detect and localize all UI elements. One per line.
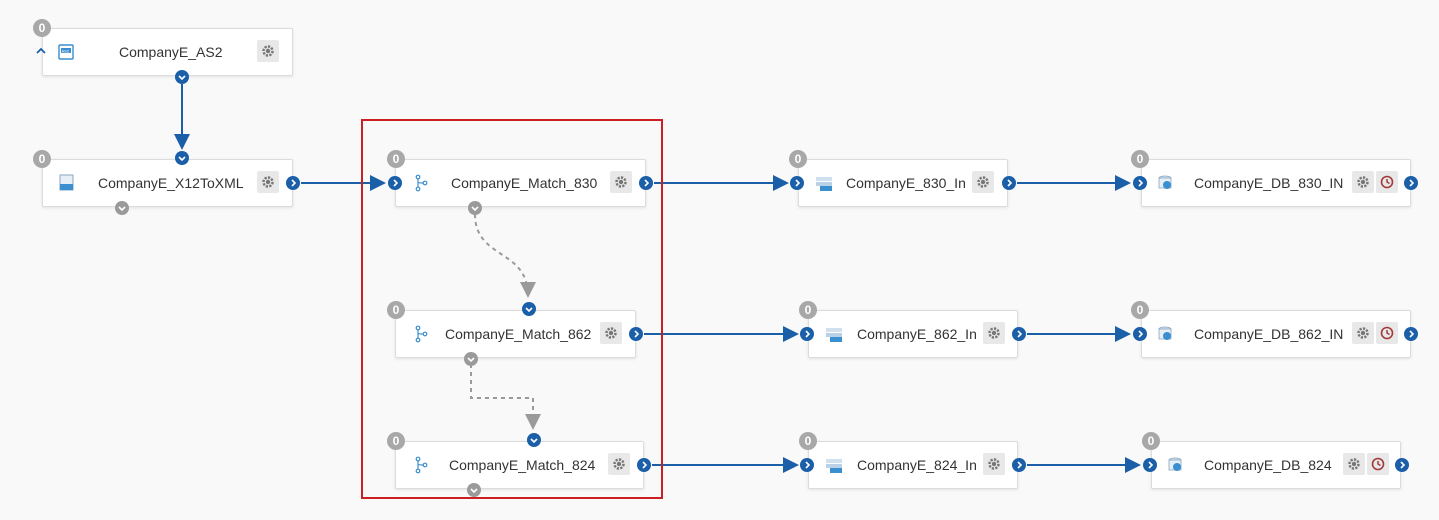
dashed-connector-match830-match862 [474,213,536,298]
gear-icon[interactable] [1352,171,1374,193]
input-port[interactable] [800,458,814,472]
node-label: CompanyE_DB_830_IN [1194,175,1344,191]
node-label: CompanyE_824_In [857,457,977,473]
clock-icon[interactable] [1376,171,1398,193]
input-port[interactable] [1133,327,1147,341]
gear-icon[interactable] [983,322,1005,344]
svg-text:AS2: AS2 [62,49,70,54]
count-badge: 0 [799,301,817,319]
count-badge: 0 [387,301,405,319]
output-port-right[interactable] [629,327,643,341]
input-port[interactable] [800,327,814,341]
node-companye-db-830-in[interactable]: CompanyE_DB_830_IN [1141,159,1411,207]
node-label: CompanyE_DB_824 [1204,457,1332,473]
collapse-up-icon[interactable] [34,44,48,58]
node-companye-862-in[interactable]: CompanyE_862_In [808,310,1018,358]
selection-rectangle [361,119,663,499]
gear-icon[interactable] [1352,322,1374,344]
node-companye-824-in[interactable]: CompanyE_824_In [808,441,1018,489]
output-port-right[interactable] [1395,458,1409,472]
node-label: CompanyE_830_In [846,175,966,191]
node-companye-match-824[interactable]: CompanyE_Match_824 [395,441,644,489]
clock-icon[interactable] [1367,453,1389,475]
gear-icon[interactable] [257,40,279,62]
database-icon [1166,455,1186,475]
count-badge: 0 [1142,432,1160,450]
input-port[interactable] [527,433,541,447]
output-port-right[interactable] [1404,327,1418,341]
count-badge: 0 [387,150,405,168]
expand-toggle-icon[interactable] [464,352,478,366]
node-companye-830-in[interactable]: CompanyE_830_In [798,159,1008,207]
database-icon [1156,324,1176,344]
output-port-right[interactable] [637,458,651,472]
node-label: CompanyE_862_In [857,326,977,342]
count-badge: 0 [387,432,405,450]
node-companye-x12toxml[interactable]: CompanyE_X12ToXML [42,159,293,207]
clock-icon[interactable] [1376,322,1398,344]
node-companye-as2[interactable]: AS2 CompanyE_AS2 [42,28,293,76]
node-label: CompanyE_X12ToXML [98,175,244,191]
output-port-right[interactable] [286,176,300,190]
expand-toggle-icon[interactable] [115,201,129,215]
gear-icon[interactable] [1343,453,1365,475]
count-badge: 0 [33,19,51,37]
xml-file-icon [814,173,834,193]
gear-icon[interactable] [610,171,632,193]
x12-xml-icon [57,173,77,193]
output-port-right[interactable] [1404,176,1418,190]
output-port-right[interactable] [1002,176,1016,190]
count-badge: 0 [799,432,817,450]
branch-icon [412,324,432,344]
count-badge: 0 [1131,301,1149,319]
xml-file-icon [824,324,844,344]
input-port[interactable] [790,176,804,190]
count-badge: 0 [1131,150,1149,168]
input-port[interactable] [175,151,189,165]
node-companye-match-830[interactable]: CompanyE_Match_830 [395,159,646,207]
input-port[interactable] [1143,458,1157,472]
input-port[interactable] [522,302,536,316]
node-label: CompanyE_Match_830 [451,175,598,191]
gear-icon[interactable] [972,171,994,193]
node-companye-match-862[interactable]: CompanyE_Match_862 [395,310,636,358]
output-port-right[interactable] [639,176,653,190]
branch-icon [412,455,432,475]
gear-icon[interactable] [983,453,1005,475]
input-port[interactable] [1133,176,1147,190]
expand-toggle-icon[interactable] [468,201,482,215]
output-port-down[interactable] [175,70,189,84]
gear-icon[interactable] [608,453,630,475]
node-companye-db-824[interactable]: CompanyE_DB_824 [1151,441,1401,489]
output-port-right[interactable] [1012,458,1026,472]
output-port-right[interactable] [1012,327,1026,341]
dashed-connector-match862-match824 [470,364,541,430]
branch-icon [412,173,432,193]
node-companye-db-862-in[interactable]: CompanyE_DB_862_IN [1141,310,1411,358]
expand-toggle-icon[interactable] [467,483,481,497]
as2-icon: AS2 [57,42,77,62]
node-label: CompanyE_Match_824 [449,457,596,473]
gear-icon[interactable] [257,171,279,193]
count-badge: 0 [789,150,807,168]
count-badge: 0 [33,150,51,168]
xml-file-icon [824,455,844,475]
node-label: CompanyE_Match_862 [445,326,592,342]
database-icon [1156,173,1176,193]
node-label: CompanyE_DB_862_IN [1194,326,1344,342]
node-label: CompanyE_AS2 [119,44,223,60]
gear-icon[interactable] [600,322,622,344]
input-port[interactable] [388,176,402,190]
